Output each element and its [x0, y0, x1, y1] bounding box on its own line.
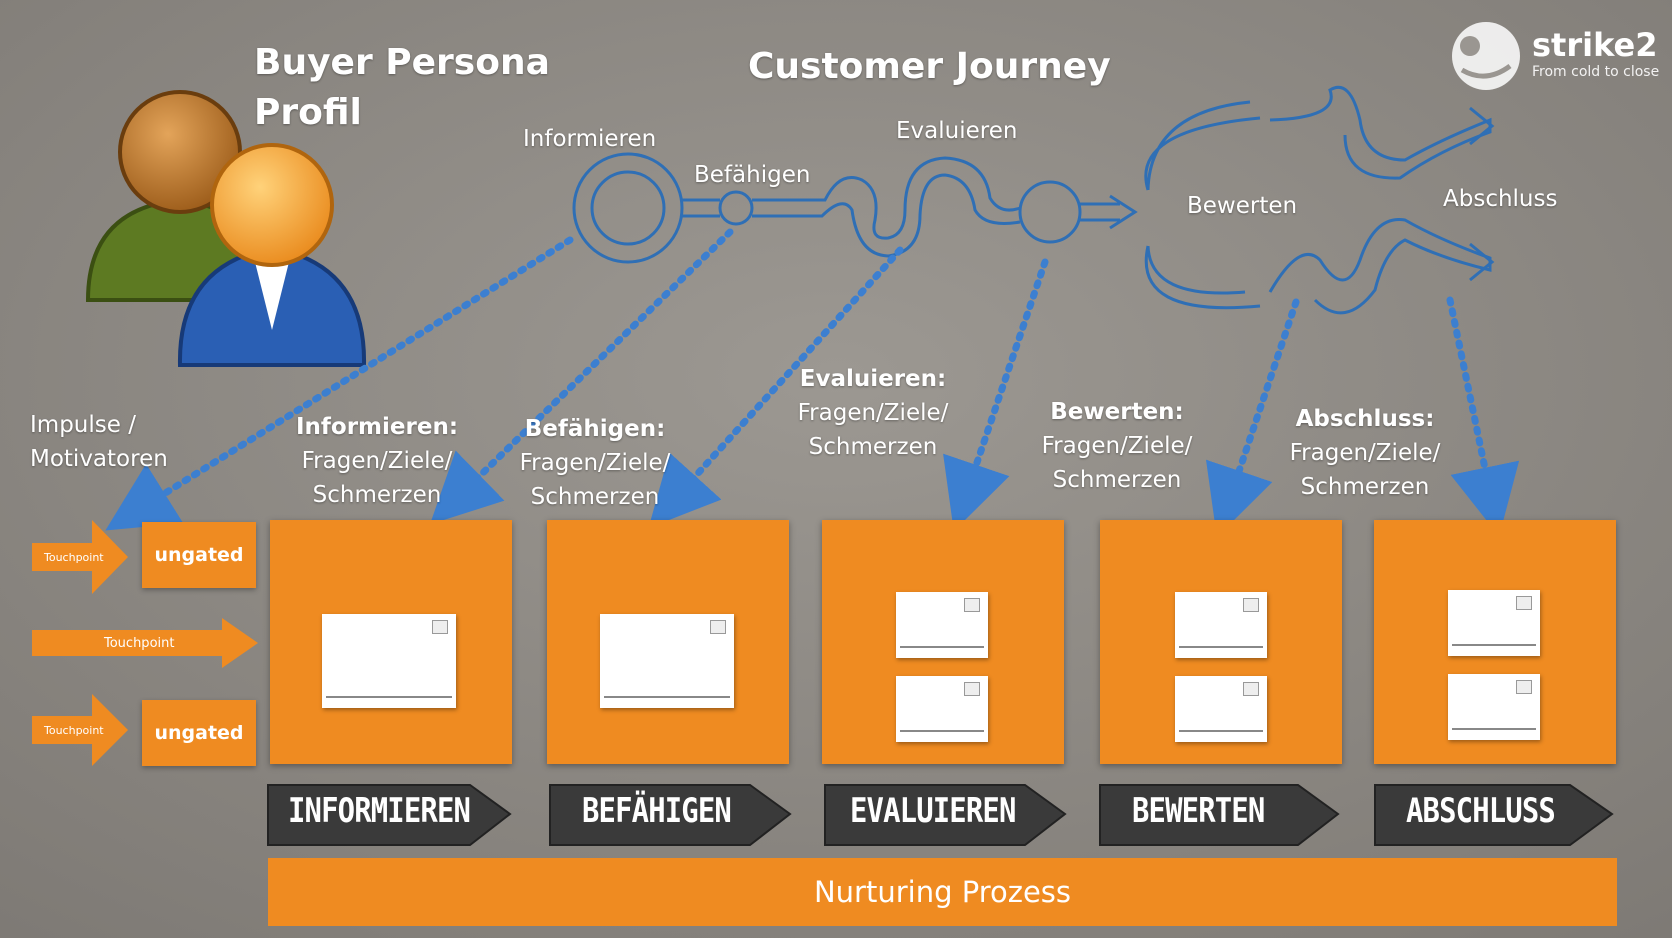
question-line: Fragen/Ziele/ — [1041, 433, 1193, 459]
touchpoint-label: Touchpoint — [104, 636, 175, 651]
question-line: Fragen/Ziele/ — [797, 400, 949, 426]
question-line: Fragen/Ziele/ — [519, 450, 671, 476]
journey-label-befaehigen: Befähigen — [694, 162, 811, 188]
question-line: Schmerzen — [530, 484, 660, 510]
touchpoint-arrows — [32, 520, 258, 766]
stage-label-abschluss: ABSCHLUSS — [1406, 791, 1556, 831]
question-line: Fragen/Ziele/ — [1289, 440, 1441, 466]
content-card — [1448, 590, 1540, 656]
content-card — [1175, 592, 1267, 658]
logo-name: strike2 — [1532, 26, 1658, 64]
stage-chevrons — [267, 784, 1614, 846]
stage-label-befaehigen: BEFÄHIGEN — [582, 791, 732, 831]
question-line: Schmerzen — [1052, 467, 1182, 493]
question-head: Abschluss: — [1295, 406, 1435, 432]
question-line: Fragen/Ziele/ — [301, 448, 453, 474]
strike2-logo-icon — [1452, 22, 1520, 90]
persona-title-line1: Buyer Persona — [254, 42, 550, 83]
touchpoint-label: Touchpoint — [44, 551, 104, 564]
stage-question-2: Befähigen: Fragen/Ziele/ Schmerzen — [500, 412, 690, 514]
content-card — [1448, 674, 1540, 740]
content-card — [896, 592, 988, 658]
content-card — [1175, 676, 1267, 742]
stage-box-befaehigen — [547, 520, 789, 764]
ungated-box: ungated — [142, 522, 256, 588]
dotted-arrows — [105, 228, 1520, 538]
stage-question-4: Bewerten: Fragen/Ziele/ Schmerzen — [1022, 395, 1212, 497]
question-head: Befähigen: — [524, 416, 666, 442]
logo-tagline: From cold to close — [1532, 64, 1660, 80]
persona-title-line2: Profil — [254, 92, 362, 133]
stage-box-abschluss — [1374, 520, 1616, 764]
question-line: Schmerzen — [808, 434, 938, 460]
stage-question-5: Abschluss: Fragen/Ziele/ Schmerzen — [1270, 402, 1460, 504]
question-head: Evaluieren: — [799, 366, 947, 392]
journey-label-informieren: Informieren — [523, 126, 657, 152]
journey-path — [572, 85, 1495, 315]
buyer-persona-icon — [85, 90, 367, 367]
stage-box-evaluieren — [822, 520, 1064, 764]
touchpoint-label: Touchpoint — [44, 724, 104, 737]
question-head: Bewerten: — [1050, 399, 1184, 425]
impulse-label-line2: Motivatoren — [30, 446, 168, 472]
content-card — [896, 676, 988, 742]
ungated-box: ungated — [142, 700, 256, 766]
stage-question-3: Evaluieren: Fragen/Ziele/ Schmerzen — [778, 362, 968, 464]
journey-label-evaluieren: Evaluieren — [896, 118, 1018, 144]
content-card — [600, 614, 734, 708]
stage-label-informieren: INFORMIEREN — [288, 791, 471, 831]
question-line: Schmerzen — [1300, 474, 1430, 500]
nurturing-bar: Nurturing Prozess — [268, 858, 1617, 926]
stage-question-1: Informieren: Fragen/Ziele/ Schmerzen — [282, 410, 472, 512]
content-card — [322, 614, 456, 708]
question-head: Informieren: — [295, 414, 459, 440]
journey-label-bewerten: Bewerten — [1187, 193, 1298, 219]
stage-box-informieren — [270, 520, 512, 764]
stage-label-evaluieren: EVALUIEREN — [850, 791, 1016, 831]
impulse-label-line1: Impulse / — [30, 412, 136, 438]
journey-label-abschluss: Abschluss — [1443, 186, 1558, 212]
stage-label-bewerten: BEWERTEN — [1132, 791, 1265, 831]
stage-box-bewerten — [1100, 520, 1342, 764]
journey-title: Customer Journey — [748, 46, 1111, 87]
question-line: Schmerzen — [312, 482, 442, 508]
